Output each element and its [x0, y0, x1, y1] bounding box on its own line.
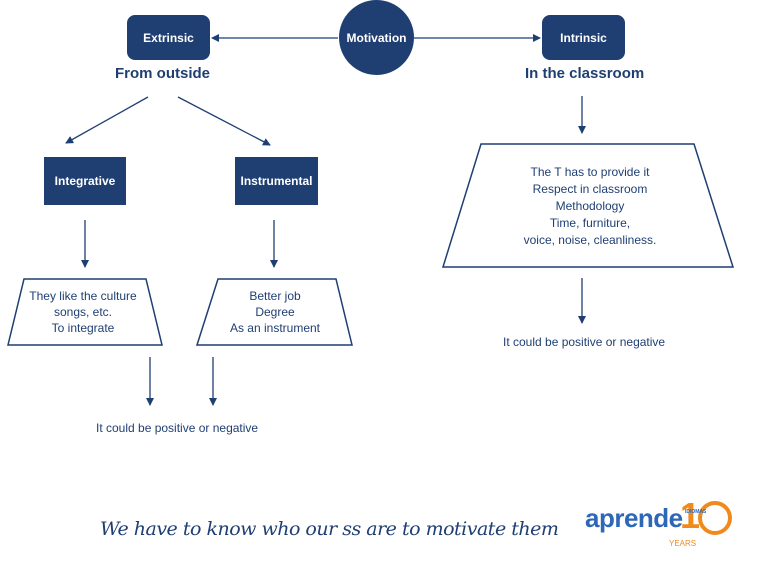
instrumental-line-1: Better job	[249, 289, 301, 303]
intrinsic-line-5: voice, noise, cleanliness.	[523, 233, 657, 247]
right-note: It could be positive or negative	[503, 335, 666, 349]
logo-number: 1	[680, 495, 701, 536]
extrinsic-box: Extrinsic	[127, 15, 210, 60]
intrinsic-trapezoid	[441, 143, 735, 268]
logo-small-text: IDIOMAS	[685, 509, 707, 515]
intrinsic-line-2: Respect in classroom	[532, 182, 648, 196]
integrative-box: Integrative	[44, 157, 126, 205]
logo-years: YEARS	[669, 539, 697, 548]
left-note: It could be positive or negative	[96, 421, 259, 435]
in-classroom-label: In the classroom	[525, 65, 645, 82]
tagline: We have to know who our ss are to motiva…	[100, 518, 559, 540]
integrative-line-2: songs, etc.	[53, 305, 113, 319]
extrinsic-label: Extrinsic	[143, 30, 194, 45]
arrow-to-instrumental	[177, 96, 271, 146]
intrinsic-details: The T has to provide it Respect in class…	[490, 164, 690, 249]
arrow-to-integrative	[65, 96, 149, 144]
intrinsic-box: Intrinsic	[542, 15, 625, 60]
from-outside-label: From outside	[115, 65, 211, 82]
aprende-logo: aprende 1 IDIOMAS YEARS	[585, 495, 735, 555]
integrative-label: Integrative	[54, 174, 116, 188]
intrinsic-line-4: Time, furniture,	[549, 216, 631, 230]
logo-zero-ring	[698, 501, 732, 535]
instrumental-box: Instrumental	[235, 157, 318, 205]
instrumental-label: Instrumental	[240, 174, 313, 188]
instrumental-line-3: As an instrument	[229, 321, 321, 335]
logo-word: aprende	[585, 503, 683, 533]
intrinsic-line-1: The T has to provide it	[530, 165, 650, 179]
instrumental-line-2: Degree	[255, 305, 295, 319]
motivation-label: Motivation	[346, 30, 407, 45]
integrative-line-1: They like the culture	[29, 289, 137, 303]
instrumental-trapezoid	[195, 278, 353, 346]
intrinsic-line-3: Methodology	[555, 199, 625, 213]
integrative-details: They like the culture songs, etc. To int…	[18, 288, 148, 336]
instrumental-details: Better job Degree As an instrument	[210, 288, 340, 336]
intrinsic-label: Intrinsic	[560, 30, 607, 45]
integrative-trapezoid	[7, 278, 163, 346]
motivation-node: Motivation	[339, 0, 414, 75]
integrative-line-3: To integrate	[51, 321, 115, 335]
